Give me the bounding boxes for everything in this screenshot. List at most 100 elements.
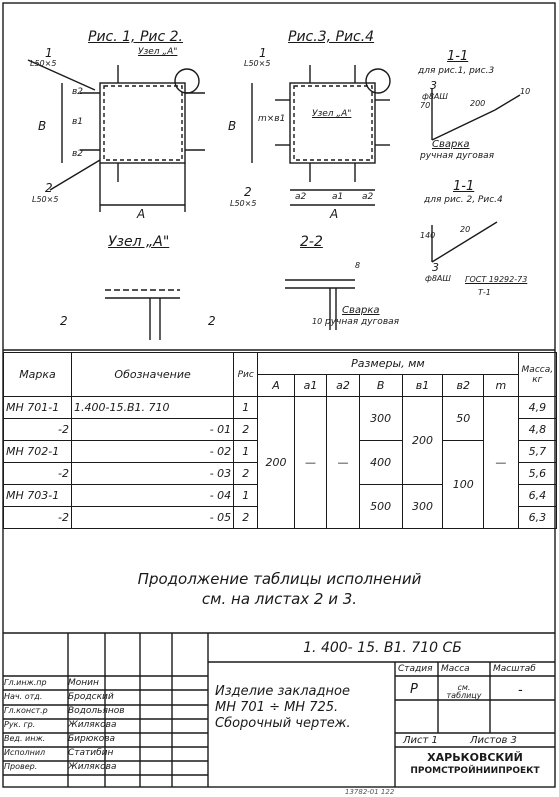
section-11-a: 1-1 bbox=[447, 49, 469, 64]
rod-spec-b: ф8АШ bbox=[425, 274, 451, 283]
dim-10-b: 10 bbox=[312, 317, 323, 326]
table-row: МН 703-1 - 04 1 500 300 6,4 bbox=[3, 484, 558, 529]
dim-mb1: m×в1 bbox=[258, 114, 286, 124]
cell-obozn: - 04 bbox=[70, 484, 235, 507]
org-line-2: ПРОМСТРОЙНИИПРОЕКТ bbox=[410, 766, 540, 776]
massa-value: см. таблицу bbox=[446, 683, 482, 700]
cell-ris: 2 bbox=[233, 462, 259, 485]
cell-obozn: - 05 bbox=[70, 506, 235, 529]
cell-b1-1: 200 bbox=[401, 396, 444, 485]
org-line-1: ХАРЬКОВСКИЙ bbox=[427, 751, 523, 764]
cell-ris: 2 bbox=[233, 506, 259, 529]
dim-b1: в1 bbox=[72, 117, 84, 127]
dim-B-2: В bbox=[228, 119, 237, 133]
dim-b2-top: в2 bbox=[72, 87, 84, 97]
cell-marka: МН 702-1 bbox=[3, 440, 72, 463]
cell-marka: -2 bbox=[3, 462, 72, 485]
cell-ris: 2 bbox=[233, 418, 259, 441]
cell-obozn: - 01 bbox=[70, 418, 235, 441]
masshtab-value: - bbox=[518, 683, 523, 698]
note-line-2: см. на листах 2 и 3. bbox=[201, 590, 358, 608]
uzel-title: Узел „А" bbox=[108, 234, 170, 250]
angle-bottom-pos: 2 bbox=[45, 181, 53, 195]
cell-marka: МН 703-1 bbox=[3, 484, 72, 507]
cell-obozn: 1.400-15.В1. 710 bbox=[70, 396, 235, 419]
angle-bottom-size-2: L50×5 bbox=[230, 199, 257, 208]
angle-top-size: L50×5 bbox=[30, 59, 57, 68]
title-line-2: МН 701 ÷ МН 725. bbox=[215, 700, 339, 715]
cell-b2-2: 100 bbox=[442, 440, 485, 529]
cell-massa: 5,7 bbox=[517, 440, 558, 463]
dim-b2-bottom: в2 bbox=[72, 149, 84, 159]
massa-header: Масса bbox=[441, 664, 470, 674]
cell-a1: — bbox=[293, 396, 328, 529]
stadiya-value: Р bbox=[410, 682, 418, 697]
cell-b2-1: 50 bbox=[442, 396, 485, 441]
th-razmery: Размеры, мм bbox=[257, 352, 519, 375]
weld-label-2b: ручная дуговая bbox=[325, 317, 400, 327]
sign-row: Провер.Жилякова bbox=[4, 762, 117, 772]
table-row: -2 - 05 2 6,3 bbox=[3, 506, 558, 529]
rod-pos-b: 3 bbox=[432, 261, 439, 274]
dim-a2-right: а2 bbox=[362, 192, 374, 202]
sheets-total: Листов 3 bbox=[470, 735, 517, 746]
cell-B2: 400 bbox=[358, 440, 403, 485]
cell-obozn: - 02 bbox=[70, 440, 235, 463]
th-oboznachenie: Обозначение bbox=[70, 352, 235, 397]
title-line-1: Изделие закладное bbox=[215, 684, 350, 699]
stadiya-header: Стадия bbox=[398, 664, 433, 674]
angle-top-pos: 1 bbox=[45, 46, 53, 60]
th-A: А bbox=[257, 374, 295, 397]
th-a1: а1 bbox=[293, 374, 328, 397]
table-row: МН 702-1 - 02 1 400 100 5,7 bbox=[3, 440, 558, 529]
section-11-b-for: для рис. 2, Рис.4 bbox=[424, 195, 503, 205]
weld-label-2: Сварка bbox=[342, 305, 380, 316]
angle-top-pos-2: 1 bbox=[259, 46, 267, 60]
table-row: МН 701-1 1.400-15.В1. 710 1 200 — — 300 … bbox=[3, 396, 558, 529]
th-b1: в1 bbox=[401, 374, 444, 397]
dim-10-a: 10 bbox=[520, 87, 531, 96]
dim-20: 20 bbox=[460, 225, 471, 234]
weld-label-1: Сварка bbox=[432, 139, 470, 150]
fig34-title: Рис.3, Рис.4 bbox=[288, 29, 375, 45]
cell-marka: МН 701-1 bbox=[3, 396, 72, 419]
document-code: 1. 400- 15. В1. 710 СБ bbox=[303, 640, 462, 656]
cell-a2: — bbox=[326, 396, 360, 529]
th-b2: в2 bbox=[442, 374, 485, 397]
cell-ris: 1 bbox=[233, 396, 259, 419]
dim-a2-left: а2 bbox=[295, 192, 307, 202]
dim-A: А bbox=[137, 207, 146, 221]
cell-ris: 1 bbox=[233, 484, 259, 507]
masshtab-header: Масштаб bbox=[493, 664, 536, 674]
cell-A: 200 bbox=[257, 396, 295, 529]
cell-massa: 4,8 bbox=[517, 418, 558, 441]
cell-massa: 4,9 bbox=[517, 396, 558, 419]
cell-B3: 500 bbox=[358, 484, 403, 529]
note-line-1: Продолжение таблицы исполнений bbox=[137, 570, 422, 588]
table-row: -2 - 03 2 5,6 bbox=[3, 462, 558, 485]
cell-massa: 6,4 bbox=[517, 484, 558, 507]
cell-B1: 300 bbox=[358, 396, 403, 441]
uzel-callout-1: Узел „А" bbox=[138, 47, 178, 57]
fig12-title: Рис. 1, Рис 2. bbox=[88, 29, 183, 45]
dim-8: 8 bbox=[355, 261, 361, 270]
dim-70: 70 bbox=[420, 101, 431, 110]
th-B: В bbox=[358, 374, 403, 397]
th-ris: Рис bbox=[233, 352, 259, 397]
dim-140: 140 bbox=[420, 231, 436, 240]
th-marka: Марка bbox=[3, 352, 72, 397]
sheet-number: Лист 1 bbox=[403, 735, 438, 746]
variants-table: Марка Обозначение Рис Размеры, мм Масса,… bbox=[3, 352, 558, 529]
section-mark-left: 2 bbox=[60, 314, 68, 328]
cell-ris: 1 bbox=[233, 440, 259, 463]
cell-marka: -2 bbox=[3, 506, 72, 529]
dim-a1: а1 bbox=[332, 192, 344, 202]
section-11-b: 1-1 bbox=[453, 179, 475, 194]
cell-b1-2: 300 bbox=[401, 484, 444, 529]
angle-bottom-pos-2: 2 bbox=[244, 185, 252, 199]
